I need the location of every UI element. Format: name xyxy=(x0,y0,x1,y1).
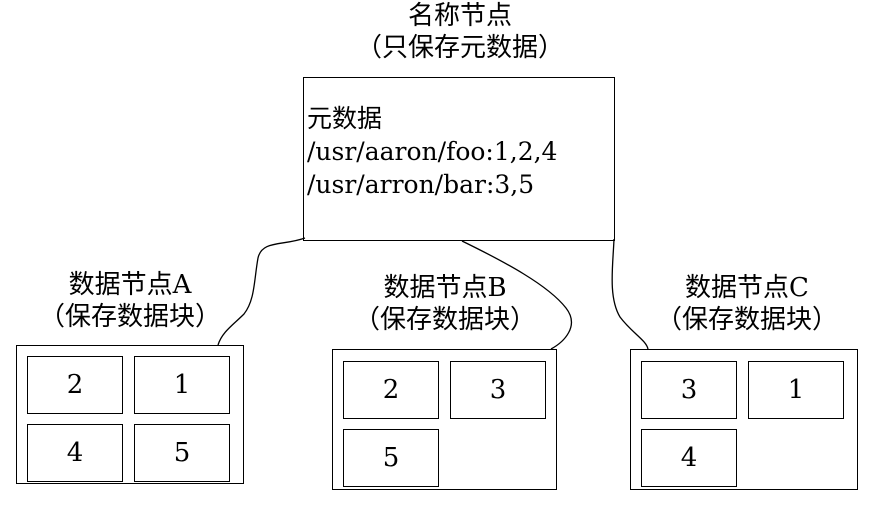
datanode-a-block: 1 xyxy=(134,356,230,414)
metadata-entry-bar: /usr/arron/bar:3,5 xyxy=(307,170,535,199)
datanode-a-block: 5 xyxy=(134,424,230,482)
namenode-box: 元数据 /usr/aaron/foo:1,2,4 /usr/arron/bar:… xyxy=(303,77,615,241)
datanode-c-block: 4 xyxy=(641,429,737,487)
datanode-c-block: 3 xyxy=(641,361,737,419)
namenode-title-block: 名称节点 （只保存元数据） xyxy=(330,0,590,64)
namenode-title: 名称节点 xyxy=(407,1,512,31)
datanode-c-block: 1 xyxy=(748,361,844,419)
datanode-a-title-block: 数据节点A （保存数据块） xyxy=(5,269,255,333)
datanode-b-subtitle: （保存数据块） xyxy=(353,305,536,335)
datanode-c-title: 数据节点C xyxy=(685,273,809,303)
datanode-c-box xyxy=(630,349,858,490)
metadata-heading: 元数据 xyxy=(307,104,383,133)
datanode-a-box xyxy=(16,345,244,484)
datanode-b-block: 2 xyxy=(343,361,439,419)
datanode-b-block: 5 xyxy=(343,429,439,487)
datanode-c-subtitle: （保存数据块） xyxy=(655,305,838,335)
datanode-b-block: 3 xyxy=(450,361,546,419)
datanode-c-title-block: 数据节点C （保存数据块） xyxy=(622,272,871,336)
datanode-b-title: 数据节点B xyxy=(383,273,507,303)
datanode-b-title-block: 数据节点B （保存数据块） xyxy=(320,272,570,336)
datanode-a-subtitle: （保存数据块） xyxy=(38,302,221,332)
metadata-entry-foo: /usr/aaron/foo:1,2,4 xyxy=(307,137,558,166)
datanode-a-block: 2 xyxy=(27,356,123,414)
datanode-a-block: 4 xyxy=(27,424,123,482)
datanode-b-box xyxy=(332,349,557,490)
datanode-a-title: 数据节点A xyxy=(68,270,192,300)
namenode-subtitle: （只保存元数据） xyxy=(355,33,564,63)
